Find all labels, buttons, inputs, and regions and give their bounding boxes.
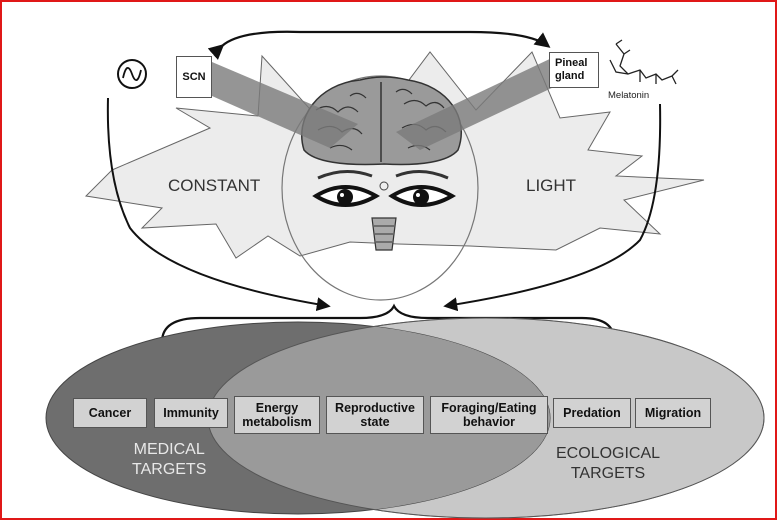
- left-curve-arrow: [106, 97, 331, 312]
- scn-label: SCN: [182, 70, 206, 83]
- targets-brace: [160, 303, 616, 343]
- brainstem-illustration: [371, 217, 397, 251]
- melatonin-label: Melatonin: [608, 90, 650, 101]
- medical-line-1: MEDICAL: [133, 441, 205, 458]
- target-migration: Migration: [635, 398, 711, 428]
- ecological-line-1: ECOLOGICAL: [556, 445, 661, 462]
- target-cancer: Cancer: [73, 398, 147, 428]
- scn-pineal-arrow: [207, 30, 551, 60]
- target-immunity: Immunity: [154, 398, 228, 428]
- medical-line-2: TARGETS: [132, 461, 207, 478]
- constant-label: CONSTANT: [168, 176, 261, 195]
- target-predation: Predation: [553, 398, 631, 428]
- target-reproductive-state: Reproductive state: [326, 396, 424, 434]
- ecological-line-2: TARGETS: [570, 465, 646, 482]
- head-oval: [281, 75, 479, 301]
- pineal-gland-label-box: Pineal gland: [549, 52, 599, 88]
- target-foraging-eating-behavior: Foraging/Eating behavior: [430, 396, 548, 434]
- melatonin-molecule-icon: [609, 39, 679, 85]
- scn-light-beam: [212, 62, 358, 148]
- target-energy-metabolism: Energy metabolism: [234, 396, 320, 434]
- pineal-light-beam: [396, 56, 556, 150]
- pineal-gland-label: Pineal gland: [555, 57, 588, 82]
- eyes-illustration: [312, 170, 456, 207]
- ecological-targets-label: ECOLOGICAL TARGETS: [556, 444, 660, 484]
- light-label: LIGHT: [526, 176, 577, 195]
- medical-targets-label: MEDICAL TARGETS: [132, 440, 206, 480]
- right-curve-arrow: [443, 103, 662, 312]
- scn-label-box: SCN: [176, 56, 212, 98]
- oscillator-icon: [117, 59, 147, 89]
